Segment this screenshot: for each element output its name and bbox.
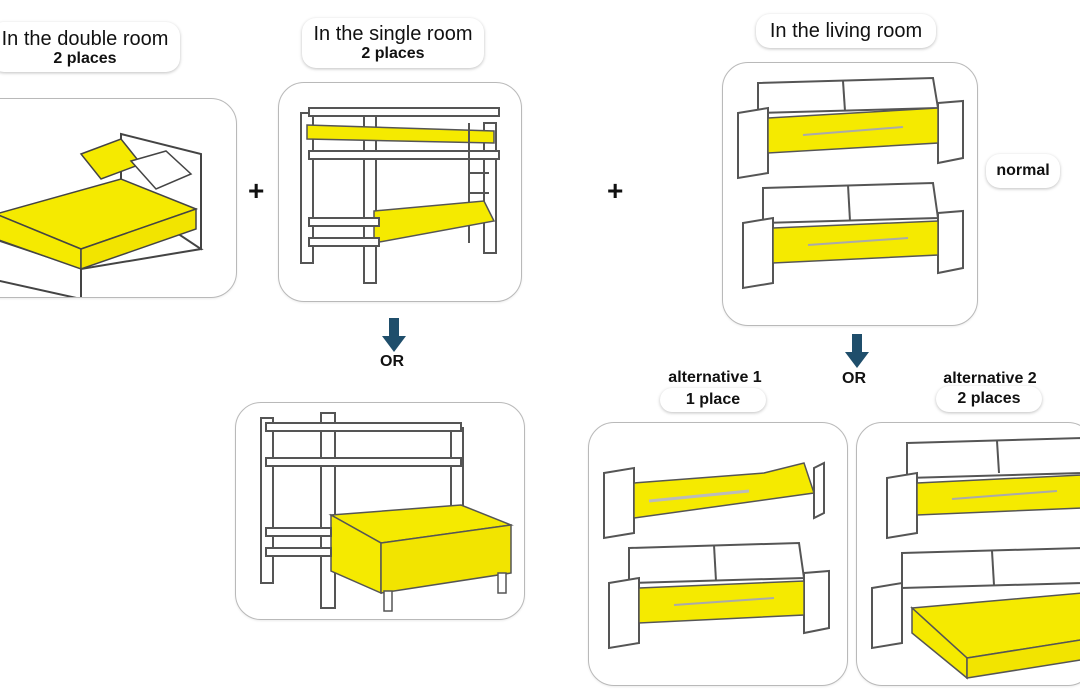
sofa-alt1-card [588, 422, 848, 686]
normal-label: normal [986, 154, 1060, 188]
living-room-label: In the living room [756, 14, 936, 48]
bunk-bed-double-illustration [260, 412, 514, 612]
sofa-alt2-illustration [871, 437, 1080, 680]
alternative-1-title: alternative 1 [668, 369, 762, 386]
plus-sign-2: + [607, 175, 624, 206]
single-room-label: In the single room 2 places [302, 18, 484, 68]
down-arrow-1 [382, 318, 406, 352]
normal-text: normal [996, 162, 1050, 179]
alternative-1-places-pill: 1 place [660, 388, 766, 412]
living-room-title: In the living room [769, 20, 923, 42]
alternative-2-title: alternative 2 [943, 370, 1037, 387]
double-room-label: In the double room 2 places [0, 22, 180, 72]
double-bed-illustration [0, 132, 204, 297]
alternative-2-places: 2 places [957, 390, 1021, 407]
double-room-places: 2 places [53, 50, 117, 67]
down-arrow-2 [845, 334, 869, 368]
single-room-places: 2 places [361, 45, 425, 62]
alternative-1-places: 1 place [685, 391, 741, 408]
sofa-normal-card [722, 62, 978, 326]
bunk-bed-card [278, 82, 522, 302]
sofa-alt1-illustration [603, 461, 830, 650]
double-room-title: In the double room [1, 28, 169, 50]
double-bed-card [0, 98, 237, 298]
sofa-alt2-card [856, 422, 1080, 686]
or-label-1: OR [380, 353, 404, 370]
or-label-2: OR [842, 370, 866, 387]
bunk-bed-double-card [235, 402, 525, 620]
sofa-normal-illustration [737, 76, 964, 290]
bunk-bed-illustration [300, 107, 500, 284]
single-room-title: In the single room [313, 23, 473, 45]
plus-sign-1: + [248, 175, 265, 206]
alternative-2-places-pill: 2 places [936, 386, 1042, 412]
